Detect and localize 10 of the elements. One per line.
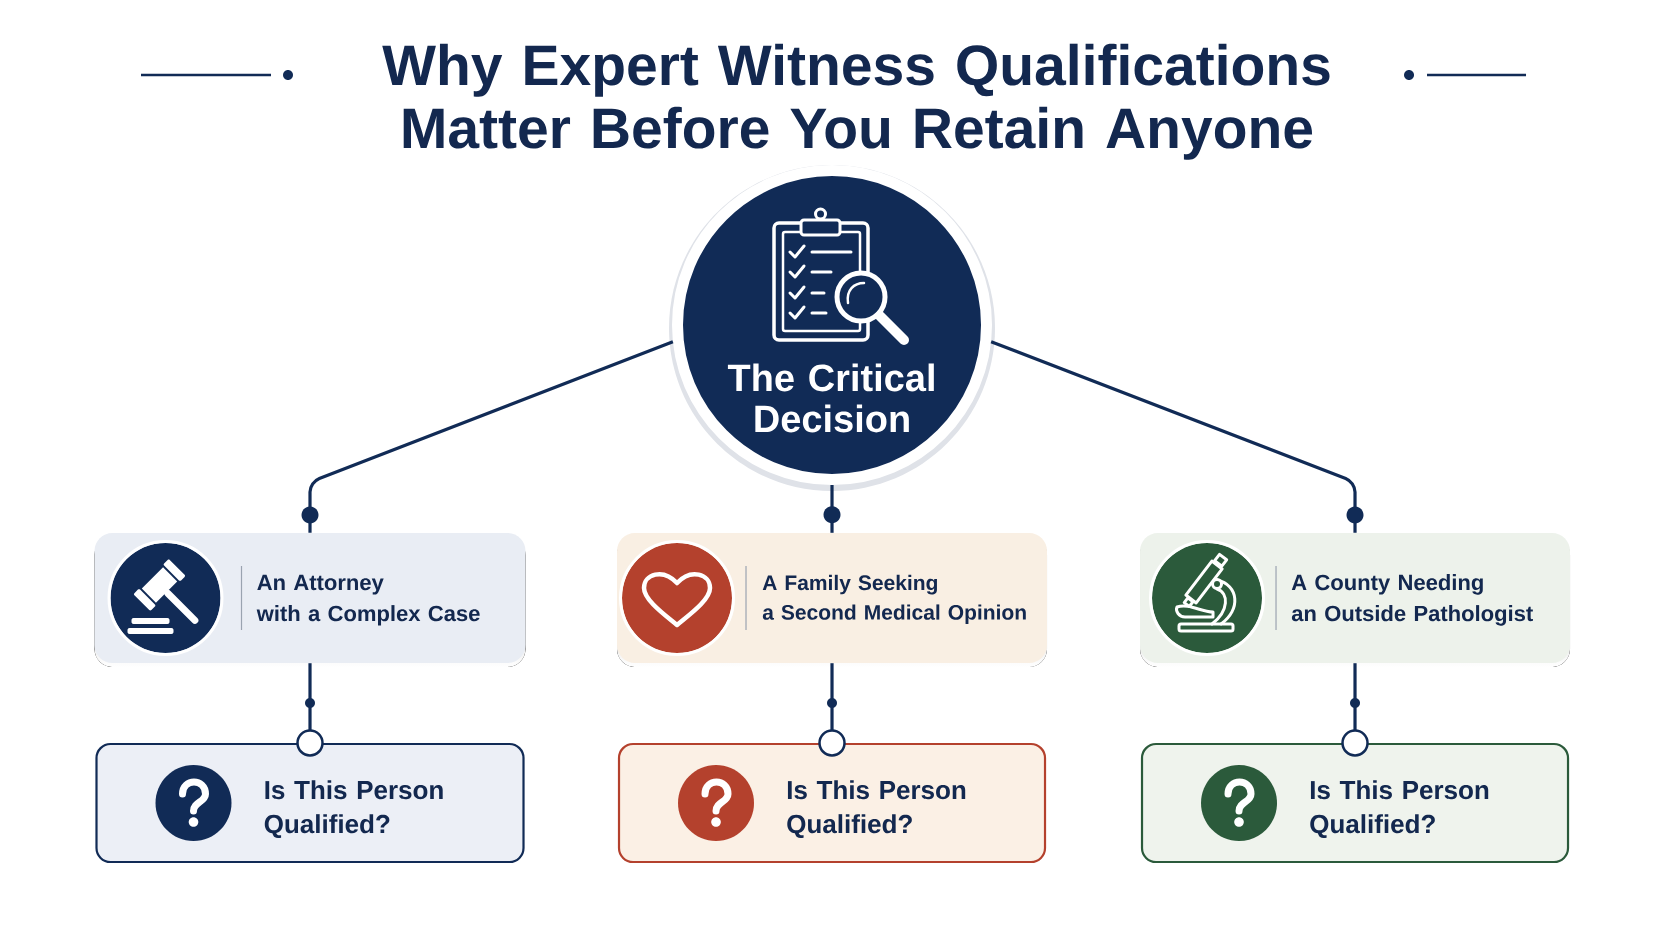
question-box: Is This Person Qualified? bbox=[617, 742, 1047, 864]
connector-line bbox=[1341, 663, 1369, 757]
connector-line bbox=[818, 663, 846, 757]
title: Why Expert Witness Qualifications Matter Before You Retain Anyone bbox=[382, 43, 1330, 160]
connector-line bbox=[990, 340, 1364, 533]
question-box: Is This Person Qualified? bbox=[95, 742, 525, 864]
connector-line bbox=[823, 485, 841, 533]
connector-line bbox=[301, 340, 674, 533]
connector-line bbox=[296, 663, 324, 757]
question-box: Is This Person Qualified? bbox=[1140, 742, 1570, 864]
